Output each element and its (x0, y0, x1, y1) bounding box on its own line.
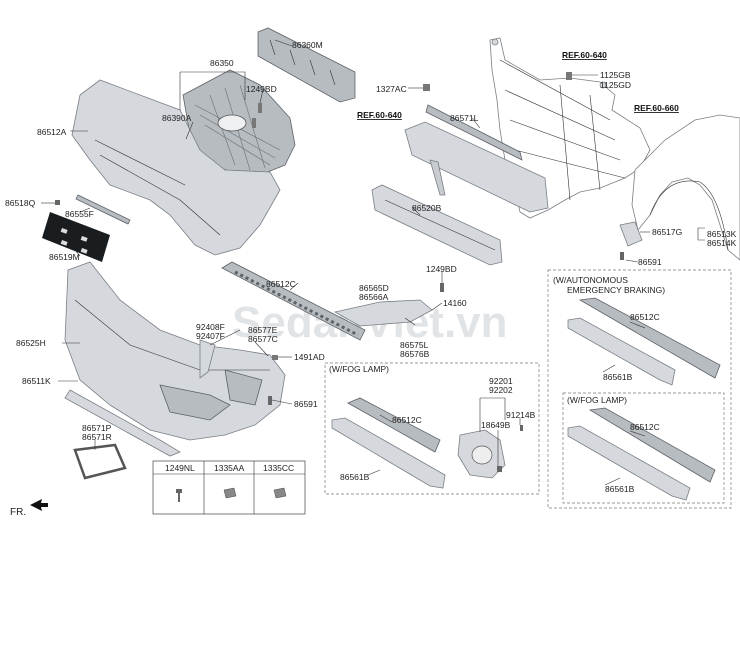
bumper-beam (404, 121, 549, 213)
label-18649B: 18649B (481, 420, 511, 430)
label-86561B-aebfog: 86561B (605, 484, 635, 494)
upper-bar-86360M (257, 27, 356, 103)
aeb-box-title-2: EMERGENCY BRAKING) (567, 285, 665, 295)
aeb-fog-grille-86512C (588, 407, 716, 483)
front-direction-indicator: FR. (10, 499, 48, 518)
label-1249BD-b: 1249BD (426, 264, 457, 274)
lower-grille-main (221, 261, 366, 341)
clip-icon-1335AA (223, 487, 237, 499)
fog-grille-86512C (347, 397, 441, 453)
label-86571P: 86571P (82, 423, 112, 433)
fastener-table: 1249NL 1335AA 1335CC (152, 460, 306, 515)
bracket-92408F (199, 339, 216, 379)
label-86525H: 86525H (16, 338, 46, 348)
label-86360M: 86360M (292, 40, 323, 50)
table-header-1335AA: 1335AA (214, 463, 245, 473)
label-86575L: 86575L (400, 340, 429, 350)
label-92407F: 92407F (196, 331, 225, 341)
label-86555F: 86555F (65, 209, 94, 219)
bolt-1249BD-top (252, 103, 262, 128)
label-86571L: 86571L (450, 113, 479, 123)
ref-60-640-right: REF.60-640 (562, 50, 607, 60)
aeb-fog-garnish-86561B (567, 425, 691, 501)
clip-86518Q (55, 200, 60, 205)
aeb-variant-box: (W/AUTONOMOUS EMERGENCY BRAKING) 86512C … (547, 269, 732, 509)
label-86577C: 86577C (248, 334, 278, 344)
label-86390A: 86390A (162, 113, 192, 123)
screw-86591 (268, 396, 272, 405)
label-86514K: 86514K (707, 238, 737, 248)
fog-box-title: (W/FOG LAMP) (329, 364, 389, 374)
bolt-1249BD-mid (440, 283, 444, 292)
ref-60-660: REF.60-660 (634, 103, 679, 113)
label-86512C-aeb: 86512C (630, 312, 660, 322)
bracket-86517G (619, 221, 643, 260)
fog-garnish-86561B (331, 417, 446, 489)
molding-86555F (75, 194, 131, 225)
label-86517G: 86517G (652, 227, 682, 237)
skid-plate-86525H (64, 389, 181, 457)
table-header-1335CC: 1335CC (263, 463, 294, 473)
label-86571R: 86571R (82, 432, 112, 442)
label-86512C-fog: 86512C (392, 415, 422, 425)
label-14160: 14160 (443, 298, 467, 308)
clip-icon-1335CC (273, 487, 287, 499)
radiator-grille (182, 69, 296, 176)
part-labels: 86360M 86350 1249BD 86390A 86512A 86518Q… (5, 40, 737, 442)
label-86520B: 86520B (412, 203, 442, 213)
aeb-garnish-86561B (567, 317, 676, 386)
label-86577E: 86577E (248, 325, 278, 335)
screw-icon (176, 489, 182, 502)
label-86513K: 86513K (707, 229, 737, 239)
label-86566A: 86566A (359, 292, 389, 302)
label-1125GB: 1125GB (600, 70, 631, 80)
label-86512C-main: 86512C (266, 279, 296, 289)
label-92408F: 92408F (196, 322, 225, 332)
label-86350: 86350 (210, 58, 234, 68)
label-86561B-aeb: 86561B (603, 372, 633, 382)
fog-bezel-86571P (73, 443, 127, 480)
energy-absorber (371, 184, 503, 266)
front-label: FR. (10, 507, 26, 518)
label-86591-a: 86591 (638, 257, 662, 267)
label-92202: 92202 (489, 385, 513, 395)
front-arrow-icon (30, 499, 48, 511)
table-header-1249NL: 1249NL (165, 463, 195, 473)
label-1125GD: 1125GD (600, 80, 631, 90)
leader-lines (41, 39, 705, 450)
aeb-box-title-1: (W/AUTONOMOUS (553, 275, 628, 285)
upper-bumper-cover (71, 79, 281, 256)
lower-bumper-cover (64, 261, 286, 441)
fog-lamp-assembly (457, 425, 523, 479)
label-1249BD-a: 1249BD (246, 84, 277, 94)
aeb-fog-box-title: (W/FOG LAMP) (567, 395, 627, 405)
label-86512A: 86512A (37, 127, 67, 137)
label-86561B-fog: 86561B (340, 472, 370, 482)
label-91214B: 91214B (506, 410, 536, 420)
label-86511K: 86511K (22, 376, 51, 386)
label-86512C-aebfog: 86512C (630, 422, 660, 432)
label-86591-b: 86591 (294, 399, 318, 409)
label-1491AD: 1491AD (294, 352, 325, 362)
fender (631, 114, 740, 261)
strip-86571L (425, 104, 523, 161)
ref-60-640-left: REF.60-640 (357, 110, 402, 120)
nut-1327AC (423, 84, 430, 91)
label-86576B: 86576B (400, 349, 430, 359)
label-86518Q: 86518Q (5, 198, 36, 208)
label-1327AC: 1327AC (376, 84, 407, 94)
label-92201: 92201 (489, 376, 513, 386)
clip-1491AD (272, 355, 278, 360)
license-plate-bracket (42, 212, 110, 262)
label-86565D: 86565D (359, 283, 389, 293)
label-86519M: 86519M (49, 252, 80, 262)
fog-lamp-variant-box: (W/FOG LAMP) 92201 92202 91214B 18649B 8… (324, 362, 540, 495)
aeb-grille-86512C (578, 297, 721, 379)
bolt-1125GB (566, 72, 572, 80)
